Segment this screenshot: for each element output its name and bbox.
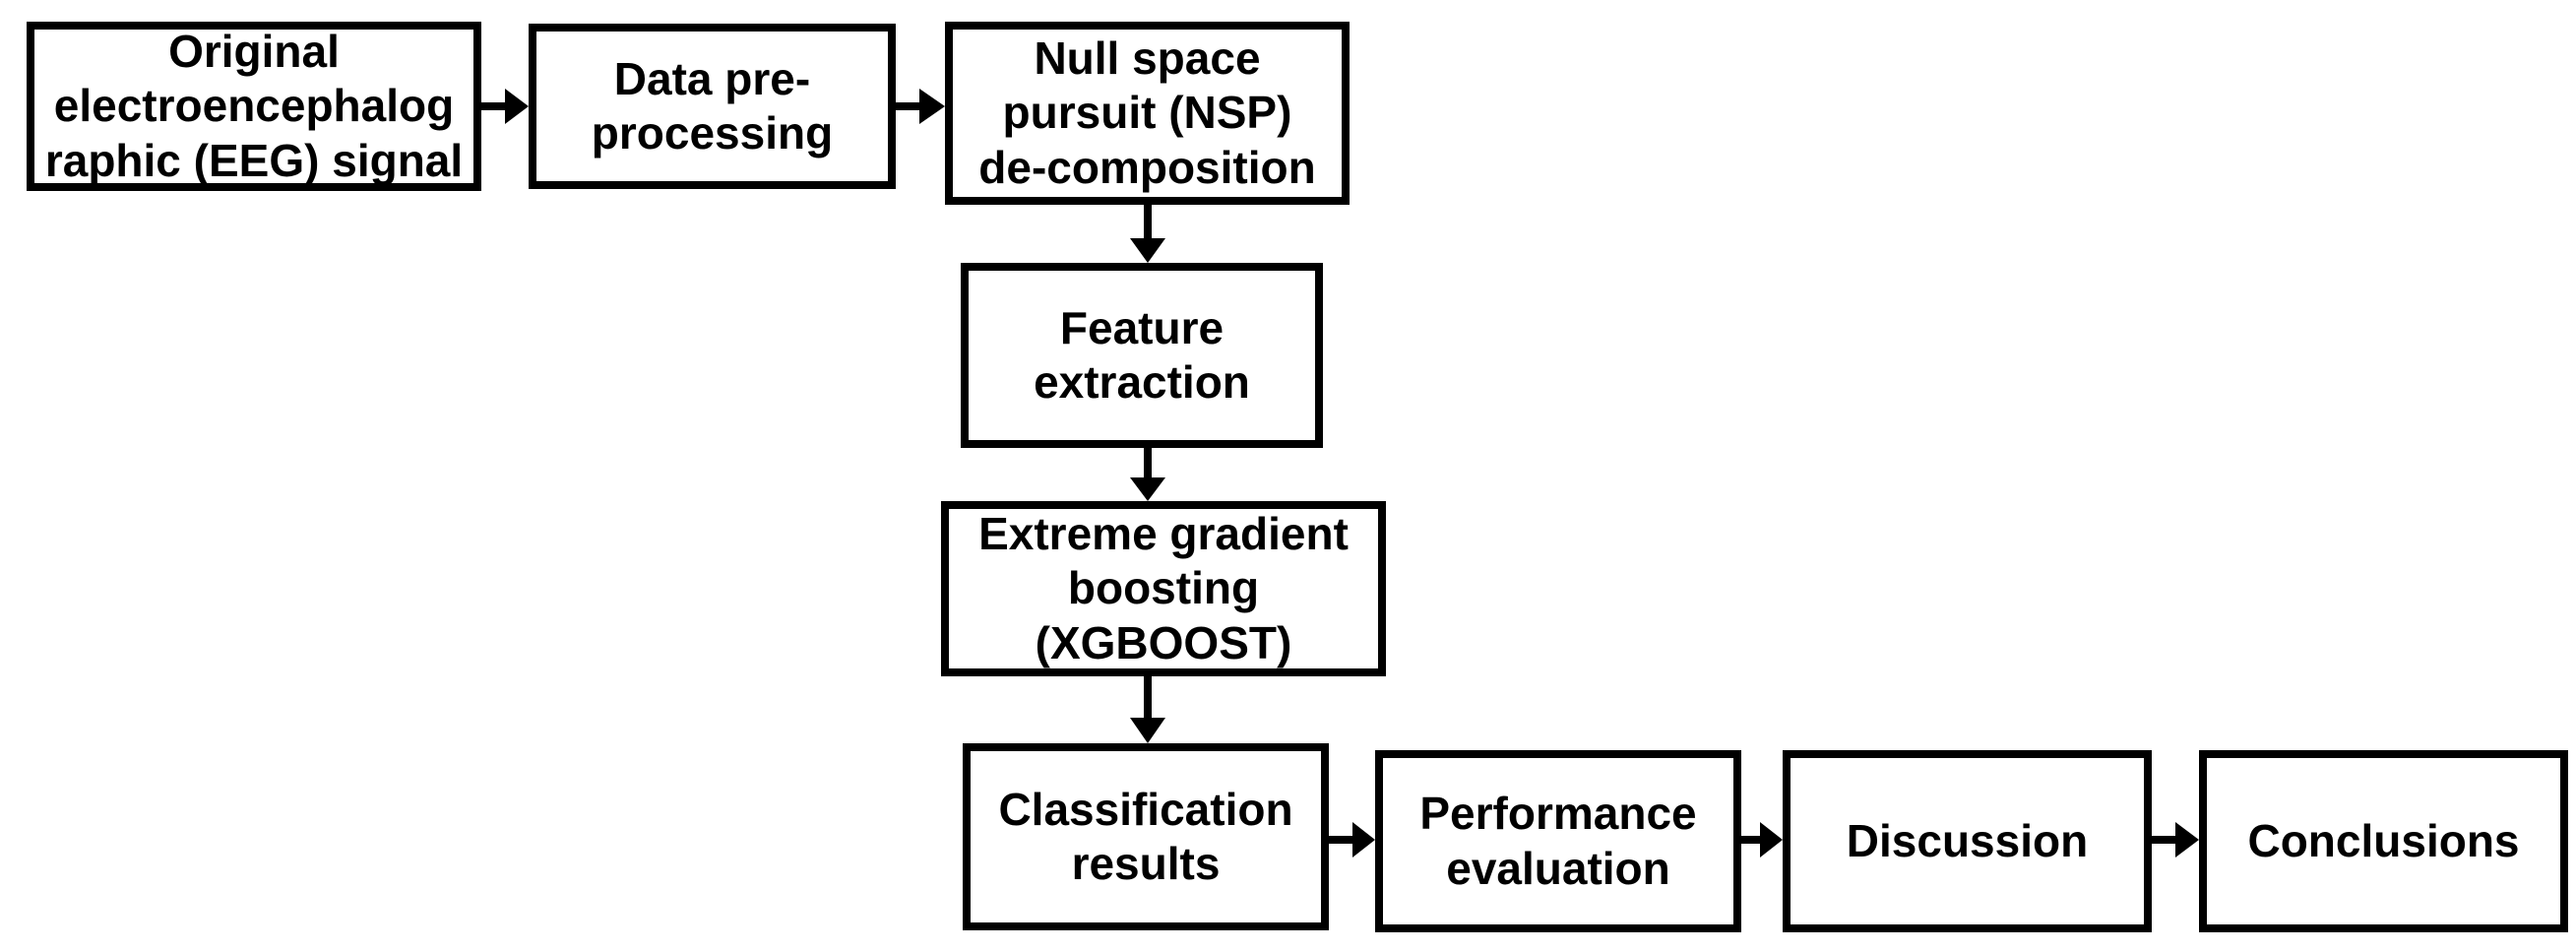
arrow-classification-results-to-performance-evaluation <box>1329 822 1375 857</box>
arrow-eeg-signal-to-data-preprocessing <box>481 89 529 124</box>
arrow-performance-evaluation-to-discussion <box>1741 822 1783 857</box>
node-xgboost-label: Extreme gradient boosting (XGBOOST) <box>978 508 1349 668</box>
node-classification-results-label: Classification results <box>998 783 1293 889</box>
node-performance-evaluation: Performance evaluation <box>1375 750 1741 932</box>
arrow-nsp-decomposition-to-feature-extraction <box>1130 205 1165 263</box>
node-discussion: Discussion <box>1783 750 2152 932</box>
arrow-data-preprocessing-to-nsp-decomposition <box>896 89 945 124</box>
node-xgboost: Extreme gradient boosting (XGBOOST) <box>941 501 1386 676</box>
node-performance-evaluation-label: Performance evaluation <box>1419 788 1697 894</box>
node-data-preprocessing-label: Data pre- processing <box>591 52 834 159</box>
node-data-preprocessing: Data pre- processing <box>529 24 896 189</box>
node-eeg-signal-label: Original electroencephalog raphic (EEG) … <box>44 26 464 186</box>
node-feature-extraction-label: Feature extraction <box>1034 301 1250 408</box>
node-eeg-signal: Original electroencephalog raphic (EEG) … <box>27 22 481 191</box>
node-feature-extraction: Feature extraction <box>961 263 1323 448</box>
arrow-feature-extraction-to-xgboost <box>1130 448 1165 501</box>
node-conclusions: Conclusions <box>2199 750 2568 932</box>
node-nsp-decomposition: Null space pursuit (NSP) de-composition <box>945 22 1350 205</box>
node-discussion-label: Discussion <box>1846 814 2089 866</box>
arrow-discussion-to-conclusions <box>2152 822 2199 857</box>
node-conclusions-label: Conclusions <box>2247 814 2520 866</box>
node-classification-results: Classification results <box>963 743 1329 930</box>
node-nsp-decomposition-label: Null space pursuit (NSP) de-composition <box>978 32 1316 193</box>
arrow-xgboost-to-classification-results <box>1130 676 1165 743</box>
